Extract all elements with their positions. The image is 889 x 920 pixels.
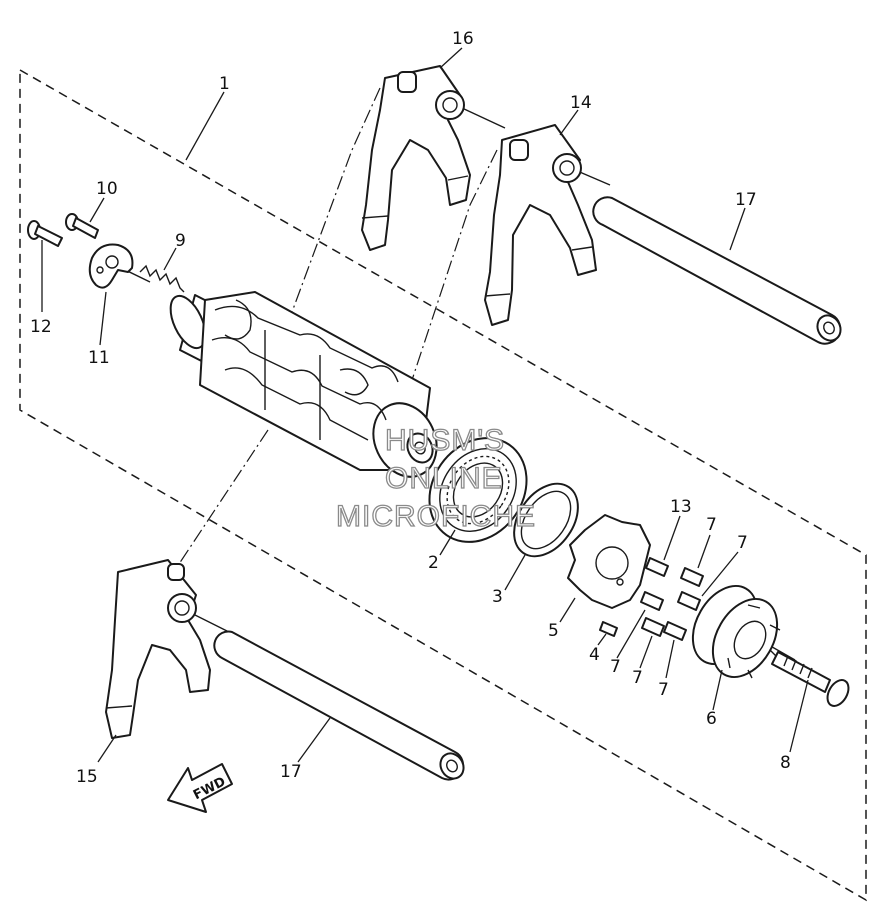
leader-7a: [697, 534, 711, 569]
bearing: [428, 437, 528, 543]
centerline-fork-14: [411, 149, 498, 381]
pin-7b: [677, 591, 701, 611]
segment-bolt: [771, 651, 850, 707]
leader-17a: [729, 207, 746, 251]
spring: [139, 264, 185, 293]
leader-7e: [665, 639, 675, 679]
pin-13: [645, 557, 669, 577]
callout-1: 1: [219, 74, 230, 94]
leader-8: [789, 679, 809, 753]
bolt-12: [27, 220, 63, 247]
leader-6: [712, 669, 723, 711]
callout-3: 3: [492, 587, 503, 607]
callout-15: 15: [76, 767, 98, 787]
callout-9: 9: [175, 231, 186, 251]
leader-11: [99, 291, 107, 346]
leader-9: [163, 247, 177, 271]
callout-16: 16: [452, 29, 474, 49]
leader-17b: [297, 717, 331, 763]
dowel-pins: [640, 557, 704, 641]
leader-3: [504, 554, 526, 591]
centerline-fork-15: [174, 429, 269, 571]
pin-7d: [641, 617, 665, 637]
leader-14: [559, 109, 579, 136]
assembly-boundary: [19, 68, 867, 902]
axis-line-forks: [461, 107, 506, 129]
bolt-10: [65, 213, 99, 239]
shift-fork-shaft-lower: [213, 630, 465, 781]
callout-2: 2: [428, 553, 439, 573]
leader-15: [97, 734, 117, 763]
leader-10: [89, 197, 105, 223]
shift-drum: [169, 291, 438, 478]
callout-14: 14: [570, 93, 592, 113]
callout-7b: 7: [737, 533, 748, 553]
segment-plate: [567, 514, 651, 609]
watermark-line-2: ONLINE: [385, 462, 503, 495]
shift-fork-16: [361, 65, 471, 251]
callout-10: 10: [96, 179, 118, 199]
leader-13: [663, 515, 681, 561]
watermark-line-3: MICROFICHE: [336, 500, 536, 533]
pin-4: [599, 621, 618, 637]
callout-11: 11: [88, 348, 110, 368]
watermark-line-1: HUSM'S: [385, 424, 505, 457]
callout-4: 4: [589, 645, 600, 665]
pin-7a: [680, 567, 704, 587]
shift-fork-14: [484, 124, 597, 326]
callout-8: 8: [780, 753, 791, 773]
leader-2: [439, 529, 456, 556]
callout-7c: 7: [610, 657, 621, 677]
callout-17b: 17: [280, 762, 302, 782]
stopper-lever: [88, 243, 134, 289]
pin-7c: [640, 591, 664, 611]
callout-13: 13: [670, 497, 692, 517]
pin-7e: [663, 621, 687, 641]
shift-fork-shaft-upper: [592, 196, 842, 345]
leader-7b: [701, 551, 739, 597]
callout-12: 12: [30, 317, 52, 337]
leader-5: [559, 597, 576, 623]
collar: [513, 482, 579, 558]
callout-17a: 17: [735, 190, 757, 210]
leader-16: [439, 47, 463, 69]
leader-7d: [639, 635, 653, 669]
shift-fork-15: [105, 559, 211, 739]
callout-7e: 7: [658, 680, 669, 700]
callout-6: 6: [706, 709, 717, 729]
watermark: HUSM'S ONLINE MICROFICHE: [335, 423, 536, 533]
leader-4: [597, 633, 607, 646]
shift-drum-segment: [691, 585, 781, 679]
callout-7a: 7: [706, 515, 717, 535]
leader-7c: [616, 609, 646, 659]
callout-7d: 7: [632, 668, 643, 688]
leader-1: [185, 91, 225, 161]
callout-5: 5: [548, 621, 559, 641]
fwd-arrow: FWD: [167, 763, 233, 813]
